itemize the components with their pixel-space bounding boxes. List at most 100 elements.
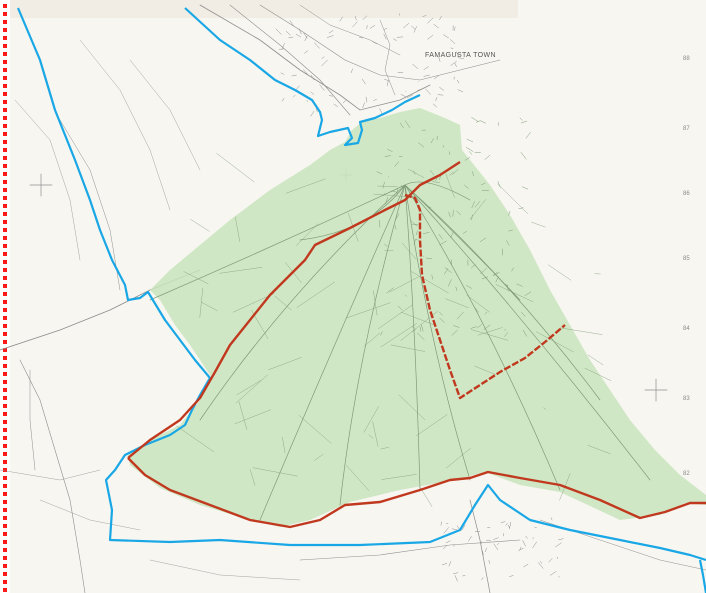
area-track: [363, 406, 379, 433]
perforation-dot: [3, 20, 7, 24]
area-road: [149, 184, 406, 301]
north-town-block: [304, 35, 308, 42]
town-block: [444, 268, 449, 275]
town-block: [497, 181, 501, 188]
north-town-block: [373, 99, 377, 101]
area-track: [200, 301, 218, 311]
north-town-block: [361, 78, 366, 85]
perforation-dot: [3, 332, 7, 336]
town-block: [380, 331, 383, 336]
south-town-block: [525, 535, 528, 539]
town-block: [508, 229, 513, 232]
perforation-dot: [3, 316, 7, 320]
south-town-block: [497, 543, 500, 545]
road: [79, 39, 171, 211]
perforation-dot: [3, 196, 7, 200]
town-block: [462, 231, 468, 234]
north-town-block: [280, 72, 285, 75]
town-block: [439, 240, 447, 246]
south-town-block: [448, 561, 452, 567]
town-block: [480, 182, 486, 186]
town-block: [417, 332, 425, 340]
area-track: [477, 327, 503, 336]
north-town-block: [386, 80, 389, 87]
north-town-block: [310, 111, 315, 117]
town-block: [411, 326, 415, 329]
north-town-block: [293, 95, 296, 98]
south-town-block: [522, 540, 526, 547]
south-town-block: [548, 558, 553, 563]
perforation-dot: [3, 508, 7, 512]
area-track: [398, 394, 426, 420]
perforation-dot: [3, 268, 7, 272]
perforation-dot: [3, 428, 7, 432]
place-label-famagusta: FAMAGUSTA TOWN: [425, 52, 496, 59]
town-block: [463, 184, 469, 189]
area-track: [235, 216, 240, 242]
town-block: [452, 168, 459, 175]
area-track: [381, 474, 417, 480]
town-block: [476, 324, 482, 329]
area-track: [535, 331, 574, 353]
road: [59, 119, 121, 291]
town-block: [400, 185, 404, 189]
town-block: [450, 231, 454, 239]
perforation-dot: [3, 500, 7, 504]
north-town-block: [406, 94, 413, 99]
area-road: [404, 184, 471, 481]
south-town-block: [445, 540, 451, 544]
town-block: [405, 294, 407, 297]
town-block: [479, 237, 486, 243]
area-track: [380, 323, 417, 348]
road: [19, 359, 86, 593]
north-town-block: [333, 103, 338, 107]
perforation-dot: [3, 188, 7, 192]
perforation-dot: [3, 492, 7, 496]
perforation-dot: [3, 164, 7, 168]
north-town-block: [365, 96, 368, 103]
town-block: [470, 326, 477, 329]
area-track: [372, 421, 379, 447]
north-town-block: [397, 71, 404, 73]
town-block: [448, 211, 451, 218]
north-town-block: [450, 47, 454, 49]
town-block: [466, 147, 474, 152]
town-block: [507, 284, 509, 292]
town-block: [423, 232, 430, 234]
town-block: [415, 239, 419, 241]
north-town-block: [281, 97, 285, 102]
north-town-block: [379, 108, 383, 115]
perforation-dot: [3, 212, 7, 216]
area-track: [298, 415, 332, 444]
north-town-block: [327, 35, 334, 38]
town-block: [419, 326, 422, 332]
road: [39, 499, 141, 531]
north-town-block: [328, 95, 334, 97]
grid-label: 86: [683, 191, 690, 197]
north-town-block: [285, 30, 291, 36]
north-town-block: [315, 108, 318, 113]
south-town-block: [493, 537, 499, 540]
north-town-block: [400, 94, 406, 97]
town-block: [432, 181, 440, 183]
town-block: [395, 213, 400, 221]
town-block: [501, 248, 504, 256]
town-block: [493, 272, 500, 276]
perforation-dot: [3, 444, 7, 448]
grid-label: 88: [683, 56, 690, 62]
town-block: [376, 171, 383, 175]
north-town-block: [319, 84, 325, 91]
town-block: [506, 240, 510, 246]
area-track: [219, 267, 263, 274]
town-block: [391, 190, 398, 193]
north-town-block: [427, 17, 434, 24]
perforation-dot: [3, 452, 7, 456]
area-track: [176, 425, 215, 453]
perforation-dot: [3, 132, 7, 136]
south-town-block: [532, 541, 537, 549]
north-town-block: [425, 88, 431, 95]
area-track: [249, 469, 256, 486]
